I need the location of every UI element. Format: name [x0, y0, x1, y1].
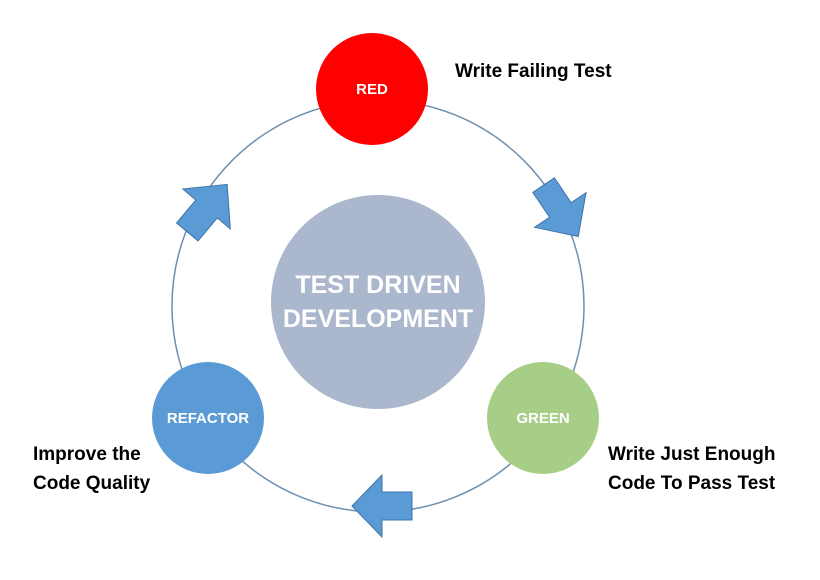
arrow-red-to-green — [532, 177, 587, 238]
red-node-label: RED — [356, 80, 388, 98]
green-node-label: GREEN — [516, 409, 570, 427]
green-note-line-1: Write Just Enough — [608, 444, 776, 465]
red-note: Write Failing Test — [455, 57, 612, 86]
refactor-node-label: REFACTOR — [166, 409, 250, 427]
arrow-refactor-to-red — [175, 183, 231, 242]
refactor-node — [152, 362, 264, 474]
center-title: TEST DRIVEN DEVELOPMENT — [271, 262, 485, 342]
center-title-line-2: DEVELOPMENT — [282, 305, 474, 333]
green-note-line-2: Code To Pass Test — [608, 473, 776, 494]
arrow-green-to-refactor — [351, 473, 413, 539]
center-circle — [271, 195, 485, 409]
green-node — [487, 362, 599, 474]
green-note: Write Just Enough Code To Pass Test — [608, 440, 775, 498]
red-node — [316, 33, 428, 145]
red-note-line-1: Write Failing Test — [455, 61, 612, 82]
refactor-note-line-2: Code Quality — [33, 473, 151, 494]
center-title-line-1: TEST DRIVEN — [295, 271, 461, 299]
refactor-note-line-1: Improve the — [33, 444, 141, 465]
refactor-note: Improve the Code Quality — [33, 440, 150, 498]
